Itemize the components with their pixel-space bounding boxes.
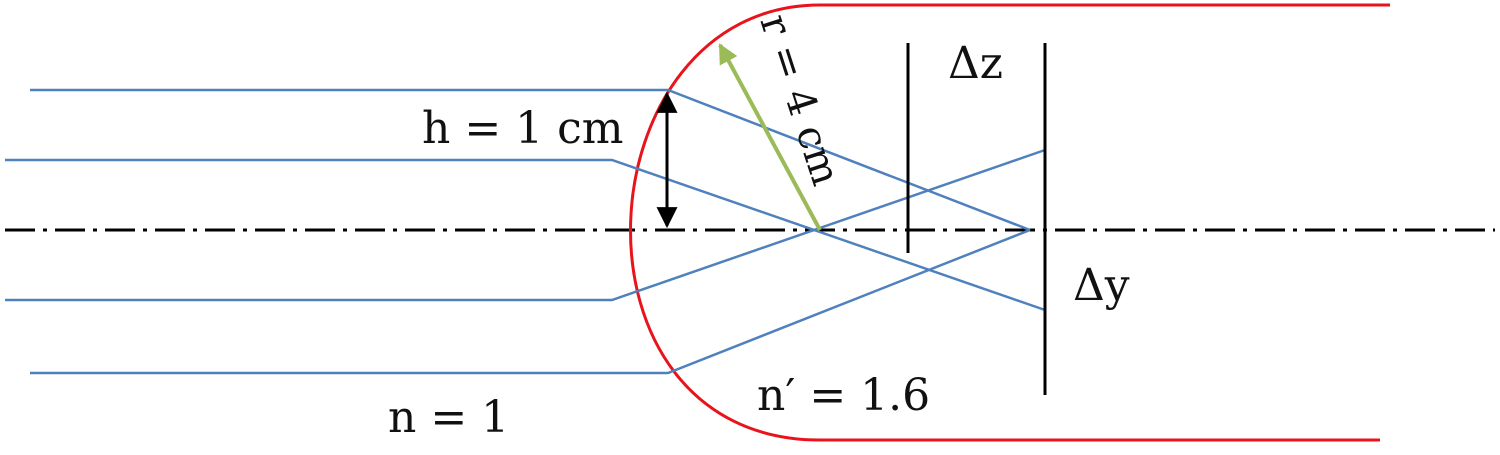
spherical-interface — [629, 3, 1390, 442]
delta-z-label: Δz — [948, 38, 1003, 89]
n-outside-label: n = 1 — [388, 392, 509, 443]
radius-arrow — [718, 43, 822, 231]
ray-4 — [30, 228, 1031, 375]
height-label: h = 1 cm — [422, 103, 624, 154]
ray-2 — [5, 158, 1046, 312]
radius-label: r = 4 cm — [750, 9, 848, 191]
n-inside-label: n′ = 1.6 — [757, 370, 930, 421]
ray-3 — [5, 148, 1046, 302]
delta-y-label: Δy — [1073, 260, 1130, 311]
